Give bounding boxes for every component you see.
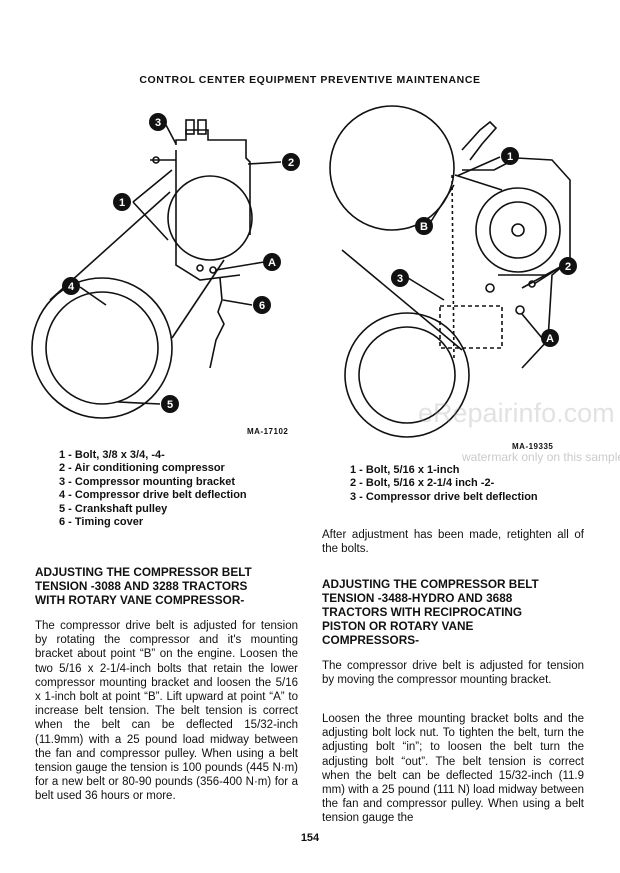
right-diagram: 1 B 2 3 A: [312, 100, 620, 440]
left-callout-4: 4: [68, 281, 75, 293]
left-callout-2: 2: [288, 157, 294, 169]
left-callout-a: A: [268, 257, 276, 269]
left-legend-item: 1 - Bolt, 3/8 x 3/4, -4-: [59, 449, 165, 461]
right-paragraph-1: The compressor drive belt is adjusted fo…: [322, 660, 584, 687]
heading-line: WITH ROTARY VANE COMPRESSOR-: [35, 593, 245, 607]
right-diagram-drawing: 1 B 2 3 A: [329, 105, 577, 438]
right-section-heading: ADJUSTING THE COMPRESSOR BELT TENSION -3…: [322, 577, 592, 647]
left-legend-item: 3 - Compressor mounting bracket: [59, 475, 236, 488]
left-callout-1: 1: [119, 197, 125, 209]
heading-line: PISTON OR ROTARY VANE: [322, 619, 474, 633]
right-callout-1: 1: [507, 151, 513, 163]
left-legend-item: 6 - Timing cover: [59, 516, 144, 529]
left-legend: 1 - Bolt, 3/8 x 3/4, -4- 2 - Air conditi…: [59, 449, 247, 529]
right-figure-code: MA-19335: [512, 442, 554, 451]
right-callout-2: 2: [565, 261, 571, 273]
right-callout-b: B: [420, 221, 428, 233]
left-legend-item: 2 - Air conditioning compressor: [59, 462, 225, 475]
left-callout-6: 6: [259, 300, 265, 312]
left-legend-item: 4 - Compressor drive belt deflection: [59, 489, 247, 502]
right-intro-paragraph: After adjustment has been made, retighte…: [322, 529, 584, 556]
heading-line: TENSION -3488-HYDRO AND 3688: [322, 591, 513, 605]
left-callout-5: 5: [167, 399, 173, 411]
left-diagram: 3 2 1 A 4 6 5: [0, 100, 310, 430]
heading-line: COMPRESSORS-: [322, 633, 420, 647]
heading-line: TRACTORS WITH RECIPROCATING: [322, 605, 523, 619]
left-paragraph: The compressor drive belt is adjusted fo…: [35, 620, 298, 803]
right-legend-item: 2 - Bolt, 5/16 x 2-1/4 inch -2-: [350, 477, 495, 490]
left-callout-markers: [62, 113, 300, 413]
left-figure-code: MA-17102: [247, 427, 289, 436]
right-callout-markers: [391, 147, 577, 347]
right-callout-3: 3: [397, 273, 403, 285]
heading-line: TENSION -3088 AND 3288 TRACTORS: [35, 579, 248, 593]
heading-line: ADJUSTING THE COMPRESSOR BELT: [322, 577, 539, 591]
watermark-note: watermark only on this sample: [462, 450, 620, 464]
left-callout-3: 3: [155, 117, 161, 129]
right-callout-a: A: [546, 333, 554, 345]
left-section-heading: ADJUSTING THE COMPRESSOR BELT TENSION -3…: [35, 565, 305, 607]
right-paragraph-2: Loosen the three mounting bracket bolts …: [322, 713, 584, 825]
heading-line: ADJUSTING THE COMPRESSOR BELT: [35, 565, 252, 579]
watermark-site: eRepairinfo.com: [418, 398, 615, 428]
right-legend: 1 - Bolt, 5/16 x 1-inch 2 - Bolt, 5/16 x…: [350, 464, 538, 504]
right-legend-item: 3 - Compressor drive belt deflection: [350, 490, 538, 503]
left-legend-item: 5 - Crankshaft pulley: [59, 502, 168, 515]
page-title: CONTROL CENTER EQUIPMENT PREVENTIVE MAIN…: [139, 74, 481, 86]
left-diagram-drawing: 3 2 1 A 4 6 5: [31, 113, 300, 419]
right-legend-item: 1 - Bolt, 5/16 x 1-inch: [350, 464, 460, 476]
page-number: 154: [300, 832, 320, 844]
